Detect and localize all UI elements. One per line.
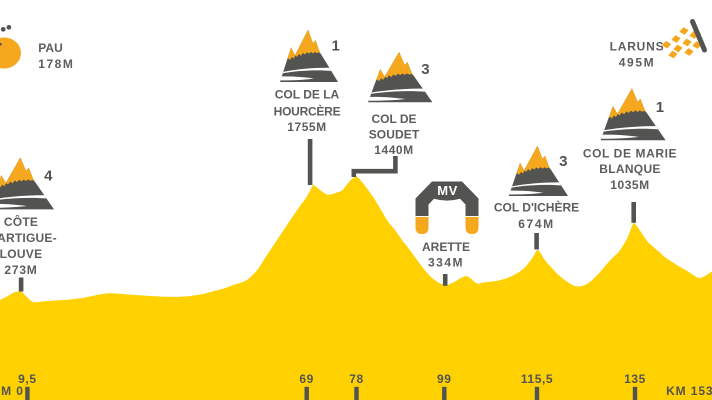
svg-text:9,5: 9,5	[18, 372, 36, 386]
svg-text:273M: 273M	[4, 263, 37, 277]
svg-text:115,5: 115,5	[521, 372, 553, 386]
svg-text:ARETTE: ARETTE	[422, 240, 470, 254]
svg-text:BLANQUE: BLANQUE	[599, 162, 660, 176]
svg-text:69: 69	[299, 372, 314, 386]
svg-text:KM 0: KM 0	[0, 384, 24, 398]
svg-text:1: 1	[332, 38, 340, 55]
svg-text:COL DE: COL DE	[371, 112, 416, 126]
svg-text:KM 153: KM 153	[666, 384, 712, 398]
svg-text:1035M: 1035M	[610, 178, 649, 192]
svg-text:1755M: 1755M	[287, 120, 326, 134]
svg-text:178M: 178M	[38, 57, 74, 71]
svg-text:MV: MV	[437, 183, 458, 198]
svg-text:3: 3	[421, 61, 429, 78]
svg-text:99: 99	[437, 372, 452, 386]
svg-text:3: 3	[559, 153, 567, 170]
svg-text:D'ARTIGUE-: D'ARTIGUE-	[0, 231, 57, 245]
svg-text:COL D'ICHÈRE: COL D'ICHÈRE	[494, 200, 579, 215]
svg-text:SOUDET: SOUDET	[369, 128, 420, 142]
svg-text:1: 1	[656, 99, 664, 116]
svg-text:1440M: 1440M	[374, 143, 413, 157]
svg-text:COL DE LA: COL DE LA	[275, 87, 340, 101]
svg-text:COL DE MARIE: COL DE MARIE	[583, 147, 677, 161]
svg-text:LARUNS: LARUNS	[610, 40, 665, 54]
svg-text:LOUVE: LOUVE	[0, 247, 42, 261]
svg-text:HOURCÈRE: HOURCÈRE	[274, 104, 341, 119]
svg-text:4: 4	[44, 167, 53, 184]
svg-text:CÔTE: CÔTE	[4, 214, 38, 229]
svg-text:PAU: PAU	[38, 41, 62, 55]
svg-text:78: 78	[349, 372, 364, 386]
svg-text:674M: 674M	[518, 217, 554, 231]
svg-text:135: 135	[624, 372, 646, 386]
svg-text:495M: 495M	[619, 56, 655, 70]
svg-text:334M: 334M	[428, 256, 464, 270]
